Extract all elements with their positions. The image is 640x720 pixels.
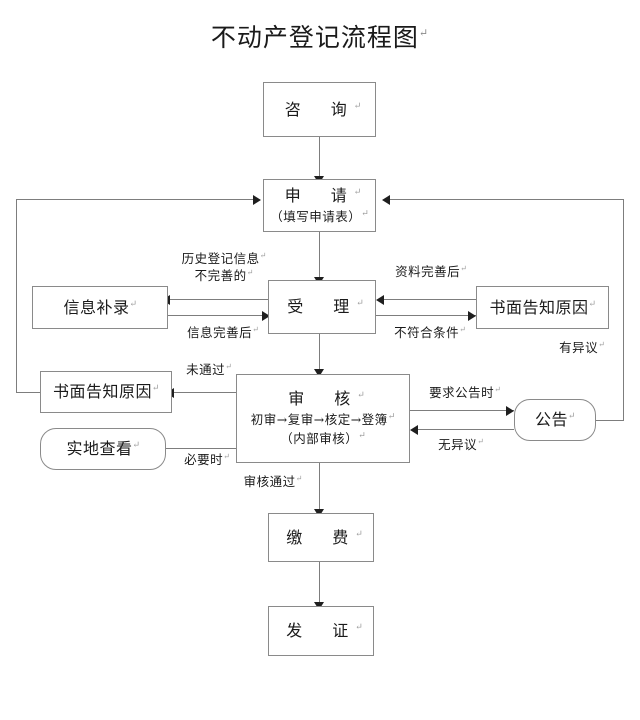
- paragraph-mark-icon: ↵: [418, 26, 430, 40]
- node-payment-label: 缴 费↵: [286, 527, 363, 547]
- edge-review-to-payment: [319, 463, 320, 513]
- edge-label-no-objection: 无异议↵: [438, 437, 484, 453]
- edge-announce-to-rail: [596, 420, 624, 421]
- rail-right-vertical: [623, 199, 624, 421]
- edge-notify-left-to-rail: [16, 392, 40, 393]
- edge-label-when-needed: 必要时↵: [184, 452, 230, 468]
- paragraph-mark-icon: ↵: [259, 251, 267, 260]
- edge-label-review-passed: 审核通过↵: [243, 474, 303, 490]
- edge-label-history-incomplete: 历史登记信息↵ 不完善的↵: [171, 251, 277, 285]
- node-notify-reason-left-label: 书面告知原因↵: [52, 382, 160, 402]
- arrowhead-review-top: [314, 369, 324, 377]
- edge-notify-right-to-accept: [382, 299, 478, 300]
- node-apply-sublabel: （填写申请表）↵: [270, 208, 369, 224]
- edge-review-to-notify-left: [172, 392, 236, 393]
- paragraph-mark-icon: ↵: [246, 268, 254, 278]
- rail-left-to-apply: [16, 199, 259, 200]
- paragraph-mark-icon: ↵: [132, 440, 141, 451]
- paragraph-mark-icon: ↵: [356, 298, 364, 309]
- paragraph-mark-icon: ↵: [588, 299, 597, 310]
- paragraph-mark-icon: ↵: [353, 101, 362, 112]
- node-announce[interactable]: 公告↵: [514, 399, 596, 441]
- edge-label-info-completed: 信息完善后↵: [187, 325, 259, 341]
- node-apply[interactable]: 申 请↵ （填写申请表）↵: [263, 179, 376, 232]
- edge-label-when-announce-required: 要求公告时↵: [429, 385, 501, 401]
- arrowhead-apply-left: [253, 195, 261, 205]
- paragraph-mark-icon: ↵: [252, 325, 259, 334]
- arrowhead-apply-right: [382, 195, 390, 205]
- paragraph-mark-icon: ↵: [355, 529, 363, 540]
- edge-accept-to-review: [319, 334, 320, 374]
- edge-supplement-to-accept: [168, 315, 268, 316]
- edge-label-history-incomplete-line1: 历史登记信息↵: [181, 251, 267, 267]
- edge-site-visit-to-review: [166, 448, 266, 449]
- paragraph-mark-icon: ↵: [459, 325, 466, 334]
- paragraph-mark-icon: ↵: [477, 437, 484, 446]
- page-title: 不动产登记流程图↵: [0, 18, 640, 54]
- paragraph-mark-icon: ↵: [358, 431, 366, 442]
- arrowhead-accept-right: [376, 295, 384, 305]
- node-notify-reason-left[interactable]: 书面告知原因↵: [40, 371, 172, 413]
- edge-accept-to-supplement: [168, 299, 270, 300]
- edge-label-docs-completed: 资料完善后↵: [395, 264, 467, 280]
- node-consult[interactable]: 咨 询↵: [263, 82, 376, 137]
- paragraph-mark-icon: ↵: [353, 187, 362, 198]
- paragraph-mark-icon: ↵: [225, 362, 232, 371]
- paragraph-mark-icon: ↵: [361, 208, 369, 219]
- node-issue-label: 发 证↵: [286, 621, 363, 641]
- paragraph-mark-icon: ↵: [460, 264, 467, 273]
- node-consult-label: 咨 询↵: [284, 99, 362, 119]
- rail-right-to-apply: [388, 199, 624, 200]
- edge-label-history-incomplete-line2: 不完善的↵: [194, 268, 254, 284]
- edge-apply-to-accept: [319, 232, 320, 280]
- paragraph-mark-icon: ↵: [567, 411, 576, 422]
- edge-accept-to-notify-right: [376, 315, 476, 316]
- paragraph-mark-icon: ↵: [223, 452, 230, 461]
- paragraph-mark-icon: ↵: [129, 299, 138, 310]
- edge-payment-to-issue: [319, 562, 320, 606]
- node-notify-reason-right-label: 书面告知原因↵: [489, 297, 597, 317]
- paragraph-mark-icon: ↵: [387, 412, 396, 423]
- paragraph-mark-icon: ↵: [357, 391, 365, 402]
- rail-left-vertical: [16, 199, 17, 393]
- edge-review-to-announce: [410, 410, 514, 411]
- paragraph-mark-icon: ↵: [598, 340, 605, 349]
- edge-label-not-qualified: 不符合条件↵: [394, 325, 466, 341]
- node-apply-label: 申 请↵: [284, 186, 362, 206]
- node-review-steps: 初审→复审→核定→登簿↵: [250, 412, 396, 428]
- edge-label-not-passed: 未通过↵: [186, 362, 232, 378]
- arrowhead-notify-right-left: [468, 311, 476, 321]
- paragraph-mark-icon: ↵: [355, 622, 363, 633]
- edge-consult-to-apply: [319, 137, 320, 179]
- node-supplement-label: 信息补录↵: [63, 297, 138, 317]
- paragraph-mark-icon: ↵: [494, 385, 501, 394]
- node-site-visit[interactable]: 实地查看↵: [40, 428, 166, 470]
- node-review-label: 审 核↵: [288, 389, 365, 409]
- node-notify-reason-right[interactable]: 书面告知原因↵: [476, 286, 609, 329]
- paragraph-mark-icon: ↵: [151, 383, 160, 394]
- node-announce-label: 公告↵: [534, 410, 576, 430]
- edge-label-has-objection: 有异议↵: [559, 340, 605, 356]
- node-accept[interactable]: 受 理↵: [268, 280, 376, 334]
- arrowhead-announce-left: [506, 406, 514, 416]
- page-title-text: 不动产登记流程图: [210, 23, 419, 52]
- node-site-visit-label: 实地查看↵: [66, 439, 141, 459]
- node-issue[interactable]: 发 证↵: [268, 606, 374, 656]
- arrowhead-review-right: [410, 425, 418, 435]
- node-review[interactable]: 审 核↵ 初审→复审→核定→登簿↵ （内部审核）↵: [236, 374, 410, 463]
- edge-announce-to-review: [416, 429, 514, 430]
- node-supplement[interactable]: 信息补录↵: [32, 286, 168, 329]
- paragraph-mark-icon: ↵: [295, 474, 303, 483]
- node-payment[interactable]: 缴 费↵: [268, 513, 374, 562]
- arrowhead-accept-left: [262, 311, 270, 321]
- node-accept-label: 受 理↵: [287, 297, 364, 317]
- node-review-internal-note: （内部审核）↵: [280, 431, 366, 447]
